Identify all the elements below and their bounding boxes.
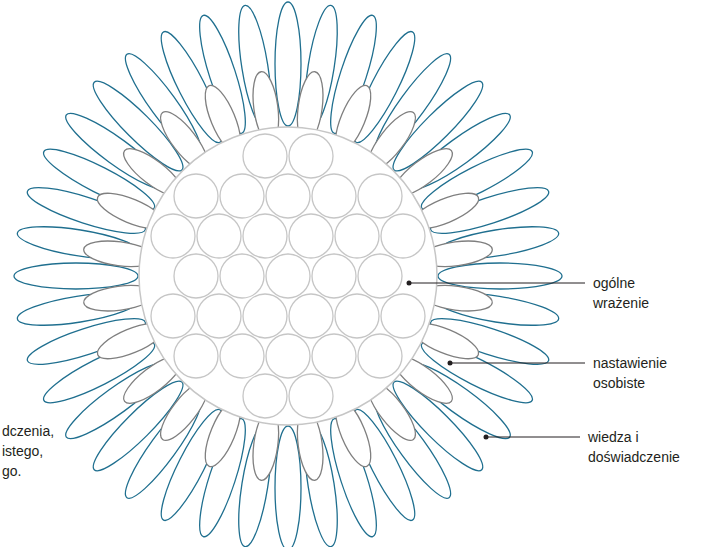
outer-petal <box>275 2 301 126</box>
outer-petals <box>14 2 562 547</box>
seed-circle <box>289 294 333 338</box>
callout-label: dczenia, istego, go. <box>2 421 64 481</box>
seed-circle <box>220 174 264 218</box>
seed-circle <box>266 254 310 298</box>
inner-petals <box>82 70 494 482</box>
outer-petal <box>275 426 301 547</box>
seed-circle <box>335 214 379 258</box>
leader-line <box>450 363 585 364</box>
leader-dot <box>448 361 453 366</box>
outer-petal <box>438 263 562 289</box>
seed-circle <box>174 174 218 218</box>
callout-label: wiedza i doświadczenie <box>588 427 714 467</box>
callout-label: nastawienie osobiste <box>593 353 685 393</box>
flower-disk <box>139 127 437 425</box>
leader-lines <box>407 281 586 440</box>
seed-circle <box>381 294 425 338</box>
seed-circle <box>381 214 425 258</box>
seed-circle <box>151 294 195 338</box>
seed-circle <box>358 334 402 378</box>
seed-circle <box>358 254 402 298</box>
leader-dot <box>407 281 412 286</box>
seed-circle <box>243 294 287 338</box>
seed-circle <box>243 214 287 258</box>
seed-circle <box>197 294 241 338</box>
outer-petal <box>14 263 138 289</box>
seed-circle <box>243 374 287 418</box>
seed-circle <box>243 134 287 178</box>
seed-circle <box>312 254 356 298</box>
leader-line <box>486 437 580 438</box>
seed-circle <box>289 374 333 418</box>
seed-circle <box>220 334 264 378</box>
seed-circle <box>266 334 310 378</box>
seed-circle <box>312 334 356 378</box>
leader-dot <box>484 435 489 440</box>
seed-circle <box>220 254 264 298</box>
seed-circle <box>289 214 333 258</box>
seed-circle <box>289 134 333 178</box>
seed-circle <box>266 174 310 218</box>
seed-circle <box>174 254 218 298</box>
seeds <box>151 134 425 418</box>
callout-label: ogólne wrażenie <box>593 273 675 313</box>
seed-circle <box>151 214 195 258</box>
seed-circle <box>312 174 356 218</box>
seed-circle <box>358 174 402 218</box>
seed-circle <box>335 294 379 338</box>
leader-line <box>409 283 585 284</box>
seed-circle <box>174 334 218 378</box>
seed-circle <box>197 214 241 258</box>
